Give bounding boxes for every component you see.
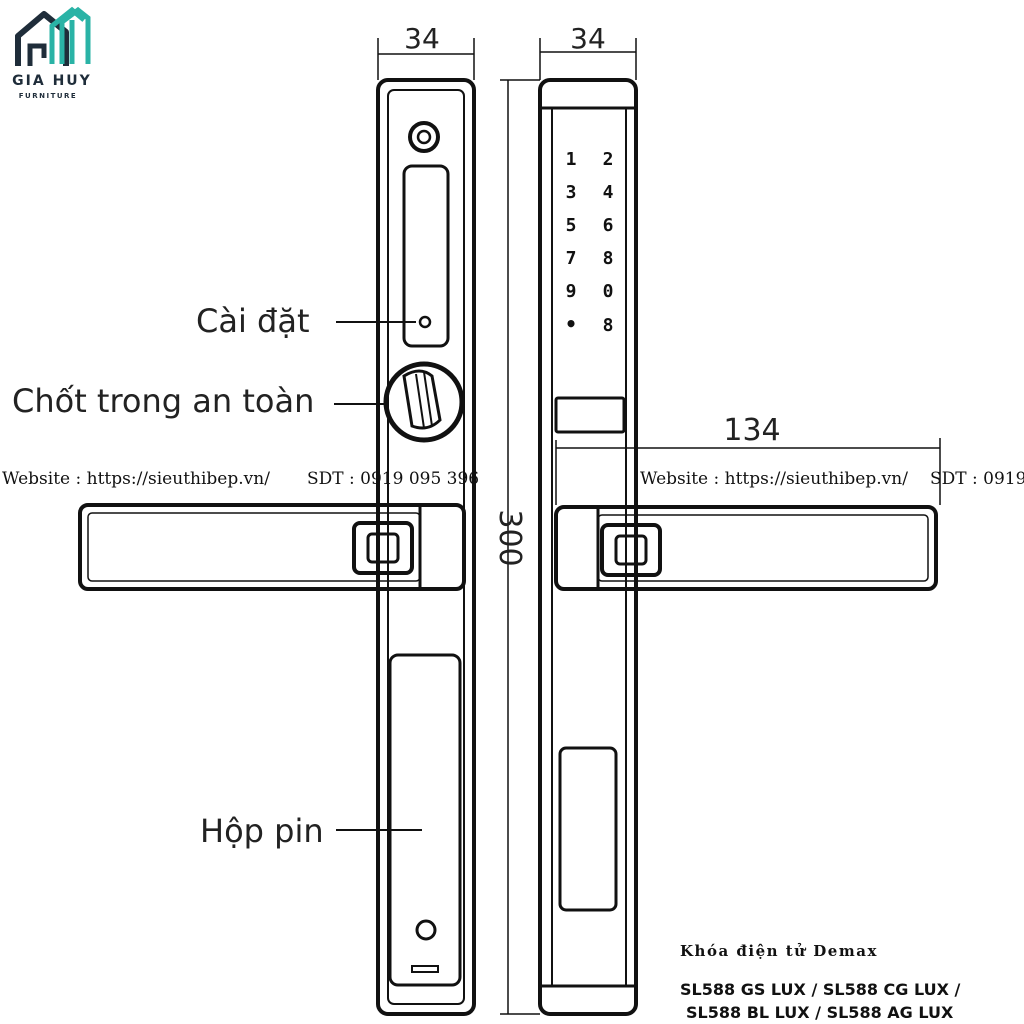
key-cylinder-icon	[415, 919, 437, 941]
sensor-icon	[408, 121, 440, 153]
watermark: Website : https://sieuthibep.vn/ SDT : 0…	[2, 469, 1024, 489]
key-5: 5	[566, 215, 577, 236]
key-3: 3	[566, 182, 577, 203]
product-models-line2: SL588 BL LUX / SL588 AG LUX	[686, 1003, 954, 1022]
key-1: 1	[566, 149, 577, 170]
brand-logo: GIA HUY FURNITURE	[12, 6, 92, 100]
key-7: 7	[566, 248, 577, 269]
key-hash: 8	[603, 315, 614, 336]
handle-length-dimension: 134	[555, 413, 941, 505]
outer-plate	[538, 78, 638, 1016]
key-0: 0	[603, 281, 614, 302]
outer-lower-slot	[558, 746, 618, 912]
outer-view: 34 1 2 3 4 5 6 7 8 9 0 • 8 134	[538, 22, 941, 1016]
product-title: Khóa điện tử Demax	[680, 942, 878, 960]
product-caption: Khóa điện tử Demax SL588 GS LUX / SL588 …	[680, 942, 961, 1022]
watermark-website-left: Website : https://sieuthibep.vn/	[2, 469, 270, 489]
house-logo-icon	[15, 6, 91, 66]
battery-box-label: Hộp pin	[200, 812, 324, 850]
front-width-label: 34	[404, 22, 440, 55]
outer-fingerprint-reader	[600, 523, 662, 577]
key-2: 2	[603, 149, 614, 170]
safety-latch-knob	[383, 361, 465, 443]
watermark-website-right: Website : https://sieuthibep.vn/	[640, 469, 908, 489]
key-star: •	[565, 312, 577, 336]
setup-button	[418, 315, 432, 329]
watermark-phone-right: SDT : 0919	[930, 469, 1024, 489]
product-models-line1: SL588 GS LUX / SL588 CG LUX /	[680, 980, 961, 999]
upper-slot	[402, 164, 450, 348]
front-handle	[78, 503, 466, 591]
setup-label: Cài đặt	[196, 302, 309, 340]
height-dimension: 300	[492, 79, 540, 1015]
front-width-dimension: 34	[377, 22, 475, 80]
key-4: 4	[603, 182, 614, 203]
brand-name: GIA HUY	[12, 73, 92, 89]
watermark-phone-left: SDT : 0919 095 396	[307, 469, 479, 489]
side-width-dimension: 34	[539, 22, 637, 80]
key-6: 6	[603, 215, 614, 236]
battery-cover	[388, 653, 462, 987]
side-width-label: 34	[570, 22, 606, 55]
display-window	[554, 396, 626, 434]
safety-latch-label: Chốt trong an toàn	[12, 382, 314, 420]
height-label: 300	[492, 509, 527, 566]
brand-subtitle: FURNITURE	[19, 92, 77, 100]
keypad: 1 2 3 4 5 6 7 8 9 0 • 8	[565, 149, 614, 336]
handle-length-label: 134	[723, 413, 780, 448]
front-plate	[376, 78, 476, 1016]
fingerprint-reader	[352, 521, 414, 575]
key-8: 8	[603, 248, 614, 269]
outer-handle	[554, 505, 938, 591]
key-9: 9	[566, 281, 577, 302]
front-view: 34	[78, 22, 476, 1016]
